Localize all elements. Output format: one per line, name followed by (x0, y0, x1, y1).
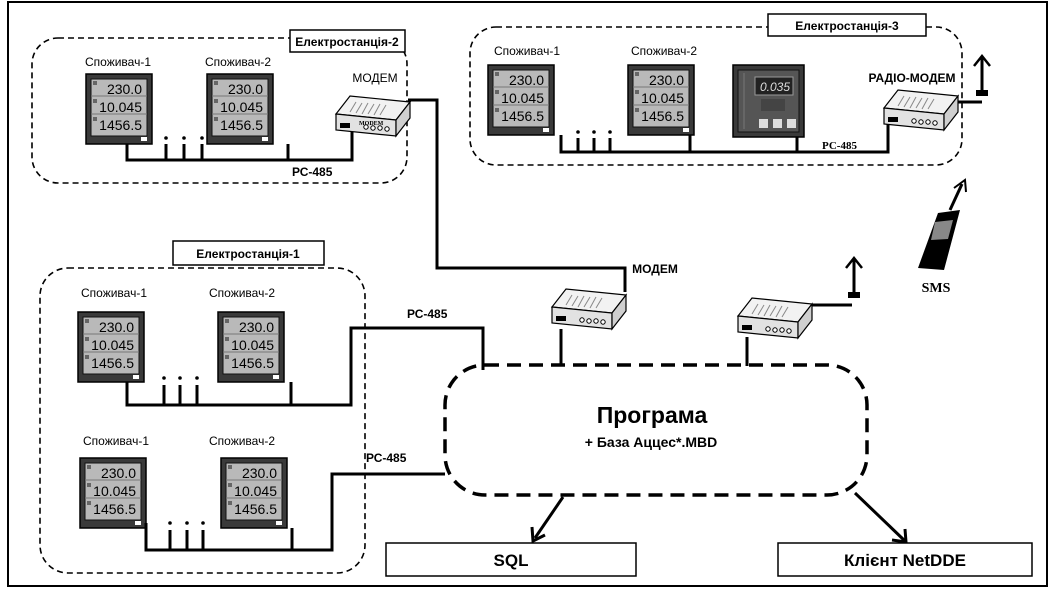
link-station2-to-central-modem (408, 98, 627, 292)
meter-reading-3: 1456.5 (220, 117, 263, 133)
station-3-controller: 0.035 (732, 64, 805, 138)
meter-reading-2: 10.045 (234, 483, 277, 499)
station-2-meter-1: 230.0 10.045 1456.5 (85, 73, 153, 145)
station-1-bus-label-upper: РС-485 (407, 307, 448, 321)
meter-reading-1: 230.0 (239, 319, 274, 335)
station-1-dots-lower (168, 521, 205, 525)
station-3-consumer-2-label: Споживач-2 (631, 44, 697, 58)
sms-label: SMS (922, 281, 951, 296)
central-antenna-icon (844, 256, 864, 300)
station-1-bus-upper (125, 326, 485, 407)
station-3-meter-1: 230.0 10.045 1456.5 (487, 64, 555, 136)
station-1b-meter-1: 230.0 10.045 1456.5 (79, 457, 147, 529)
station-1-meter-1: 230.0 10.045 1456.5 (77, 311, 145, 383)
station-3-bus-label: РС-485 (822, 140, 857, 152)
station-2-dots (164, 136, 204, 140)
central-radio-modem (737, 297, 813, 339)
meter-reading-1: 230.0 (509, 72, 544, 88)
station-2-title: Електростанція-2 (295, 35, 399, 49)
station-3-meter-2: 230.0 10.045 1456.5 (627, 64, 695, 136)
station-2-modem: MODEM (335, 95, 411, 137)
meter-reading-3: 1456.5 (234, 501, 277, 517)
station-1-group: Електростанція-1 Споживач-1 Споживач-2 2… (39, 240, 485, 574)
station-2-bus (125, 132, 354, 162)
station-2-meter-2: 230.0 10.045 1456.5 (206, 73, 274, 145)
netdde-client-label: Клієнт NetDDE (844, 551, 966, 570)
station-3-radio-modem (883, 89, 959, 131)
station-1b-consumer-2-label: Споживач-2 (209, 434, 275, 448)
station-2-consumer-1-label: Споживач-1 (85, 55, 151, 69)
station-1-consumer-1-label: Споживач-1 (81, 286, 147, 300)
station-3-title: Електростанція-3 (795, 19, 899, 33)
meter-reading-3: 1456.5 (93, 501, 136, 517)
station-2-group: Електростанція-2 Споживач-1 Споживач-2 2… (31, 29, 411, 184)
station-3-group: Електростанція-3 Споживач-1 Споживач-2 2… (469, 13, 992, 166)
station-1-dots-upper (162, 376, 199, 380)
netdde-client-box: Клієнт NetDDE (777, 542, 1033, 577)
program-boundary (443, 363, 869, 497)
station-2-bus-label: РС-485 (292, 165, 333, 179)
meter-reading-1: 230.0 (107, 81, 142, 97)
station-1-bus-lower (144, 472, 445, 552)
station-3-antenna-icon (972, 54, 992, 98)
station-1-consumer-2-label: Споживач-2 (209, 286, 275, 300)
station-3-dots (576, 130, 612, 134)
sql-box: SQL (385, 542, 637, 577)
meter-reading-3: 1456.5 (231, 355, 274, 371)
station-3-modem-label: РАДІО-МОДЕМ (869, 71, 956, 85)
output-arrows (530, 491, 908, 544)
sql-label: SQL (494, 551, 529, 570)
meter-reading-2: 10.045 (641, 90, 684, 106)
central-modem-label: МОДЕМ (632, 262, 678, 276)
program-title: Програма (597, 402, 708, 428)
meter-reading-1: 230.0 (99, 319, 134, 335)
station-2-consumer-2-label: Споживач-2 (205, 55, 271, 69)
station-3-bus (559, 124, 890, 154)
meter-reading-2: 10.045 (220, 99, 263, 115)
controller-display: 0.035 (760, 80, 790, 94)
central-modem (551, 288, 627, 330)
meter-reading-3: 1456.5 (501, 108, 544, 124)
station-1-boundary (39, 267, 366, 574)
station-1b-consumer-1-label: Споживач-1 (83, 434, 149, 448)
meter-reading-3: 1456.5 (91, 355, 134, 371)
meter-reading-3: 1456.5 (641, 108, 684, 124)
program-subtitle: + База Аццес*.MBD (585, 434, 717, 450)
meter-reading-2: 10.045 (231, 337, 274, 353)
station-3-consumer-1-label: Споживач-1 (494, 44, 560, 58)
meter-reading-2: 10.045 (501, 90, 544, 106)
station-1b-meter-2: 230.0 10.045 1456.5 (220, 457, 288, 529)
meter-reading-1: 230.0 (228, 81, 263, 97)
station-1-title: Електростанція-1 (196, 247, 300, 261)
meter-reading-1: 230.0 (101, 465, 136, 481)
modem-badge: MODEM (359, 121, 384, 127)
station-1-bus-label-lower: РС-485 (366, 451, 407, 465)
outer-frame (7, 1, 1048, 587)
meter-reading-2: 10.045 (99, 99, 142, 115)
station-3-boundary (469, 26, 963, 166)
meter-reading-2: 10.045 (91, 337, 134, 353)
meter-reading-2: 10.045 (93, 483, 136, 499)
meter-reading-1: 230.0 (649, 72, 684, 88)
mobile-phone-icon (918, 178, 967, 270)
station-1-meter-2: 230.0 10.045 1456.5 (217, 311, 285, 383)
meter-reading-3: 1456.5 (99, 117, 142, 133)
meter-reading-1: 230.0 (242, 465, 277, 481)
station-2-modem-label: МОДЕМ (352, 71, 397, 85)
